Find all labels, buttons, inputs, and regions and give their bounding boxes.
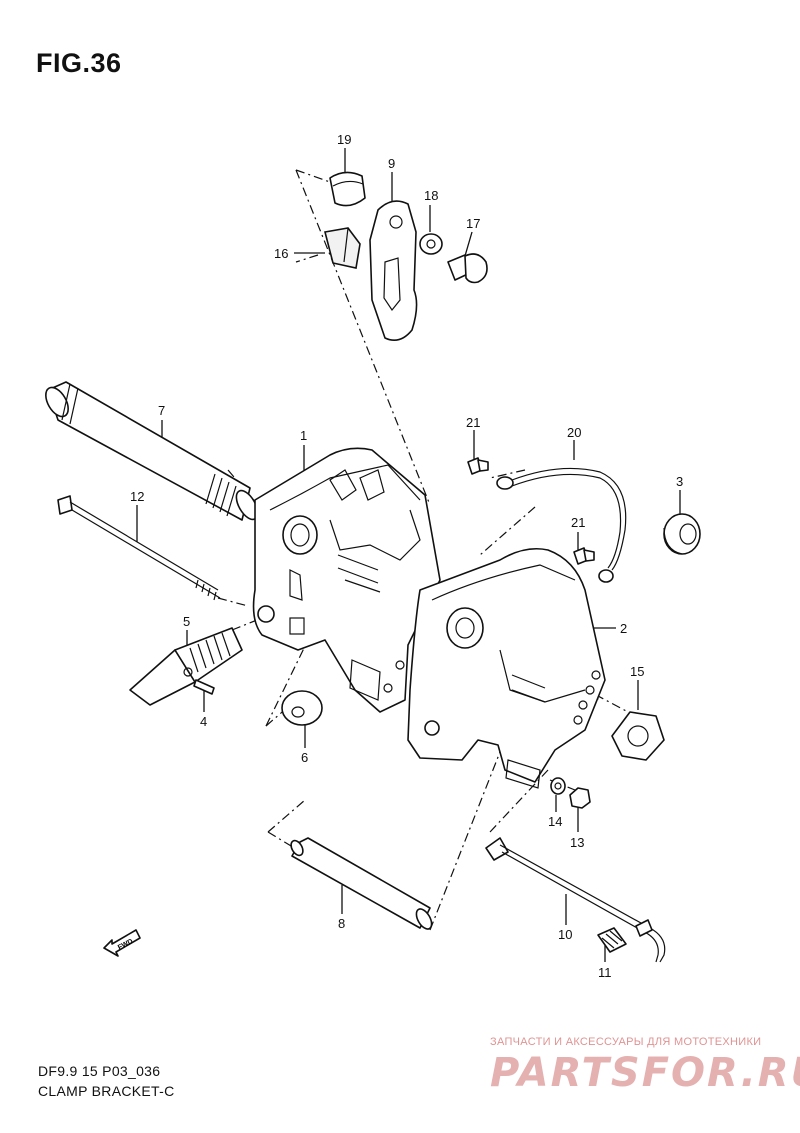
label-5: 5 <box>183 614 190 629</box>
label-14: 14 <box>548 814 562 829</box>
part-1-clamp-bracket <box>252 447 441 713</box>
fwd-direction-marker: FWD <box>103 929 141 957</box>
label-15: 15 <box>630 664 644 679</box>
part-19-clip <box>329 171 366 207</box>
part-18-washer <box>419 233 443 255</box>
label-10: 10 <box>558 927 572 942</box>
leader-lines <box>136 148 681 962</box>
label-16: 16 <box>274 246 288 261</box>
label-18: 18 <box>424 188 438 203</box>
label-2: 2 <box>620 621 627 636</box>
part-2-clamp-bracket <box>407 547 606 789</box>
part-10-lever-rod <box>485 837 666 963</box>
part-5-handle <box>129 627 243 706</box>
part-20-ground-wire <box>496 467 627 583</box>
part-4-pin <box>193 679 215 695</box>
label-6: 6 <box>301 750 308 765</box>
label-21b: 21 <box>571 515 585 530</box>
part-12-long-bolt <box>57 495 221 601</box>
label-1: 1 <box>300 428 307 443</box>
part-15-nut <box>611 711 665 761</box>
label-7: 7 <box>158 403 165 418</box>
label-9: 9 <box>388 156 395 171</box>
part-7-shaft <box>45 381 259 521</box>
part-17-bolt <box>447 253 488 284</box>
model-code: DF9.9 15 P03_036 <box>38 1063 161 1079</box>
label-8: 8 <box>338 916 345 931</box>
label-4: 4 <box>200 714 207 729</box>
part-number-labels: 19 9 18 17 16 7 1 21 20 3 12 21 5 2 15 4… <box>130 132 683 980</box>
part-13-nut <box>569 787 591 809</box>
label-3: 3 <box>676 474 683 489</box>
group-name: CLAMP BRACKET-C <box>38 1083 175 1099</box>
part-21-bolt-upper <box>467 457 489 475</box>
label-20: 20 <box>567 425 581 440</box>
part-14-washer <box>550 777 566 795</box>
label-19: 19 <box>337 132 351 147</box>
watermark-tagline: ЗАПЧАСТИ И АКСЕССУАРЫ ДЛЯ МОТОТЕХНИКИ <box>490 1036 762 1048</box>
figure-title: FIG.36 <box>36 48 122 78</box>
label-13: 13 <box>570 835 584 850</box>
part-11-spring <box>597 927 627 953</box>
label-12: 12 <box>130 489 144 504</box>
label-11: 11 <box>598 965 612 980</box>
part-21-bolt-lower <box>573 547 595 565</box>
part-9-lock-plate <box>369 200 418 341</box>
part-6-cap <box>281 690 323 726</box>
part-3-bushing <box>663 513 701 555</box>
label-21a: 21 <box>466 415 480 430</box>
part-16-pad <box>324 227 361 269</box>
watermark-logo: PARTSFOR.RU <box>490 1050 800 1096</box>
part-8-rod <box>290 837 433 930</box>
label-17: 17 <box>466 216 480 231</box>
